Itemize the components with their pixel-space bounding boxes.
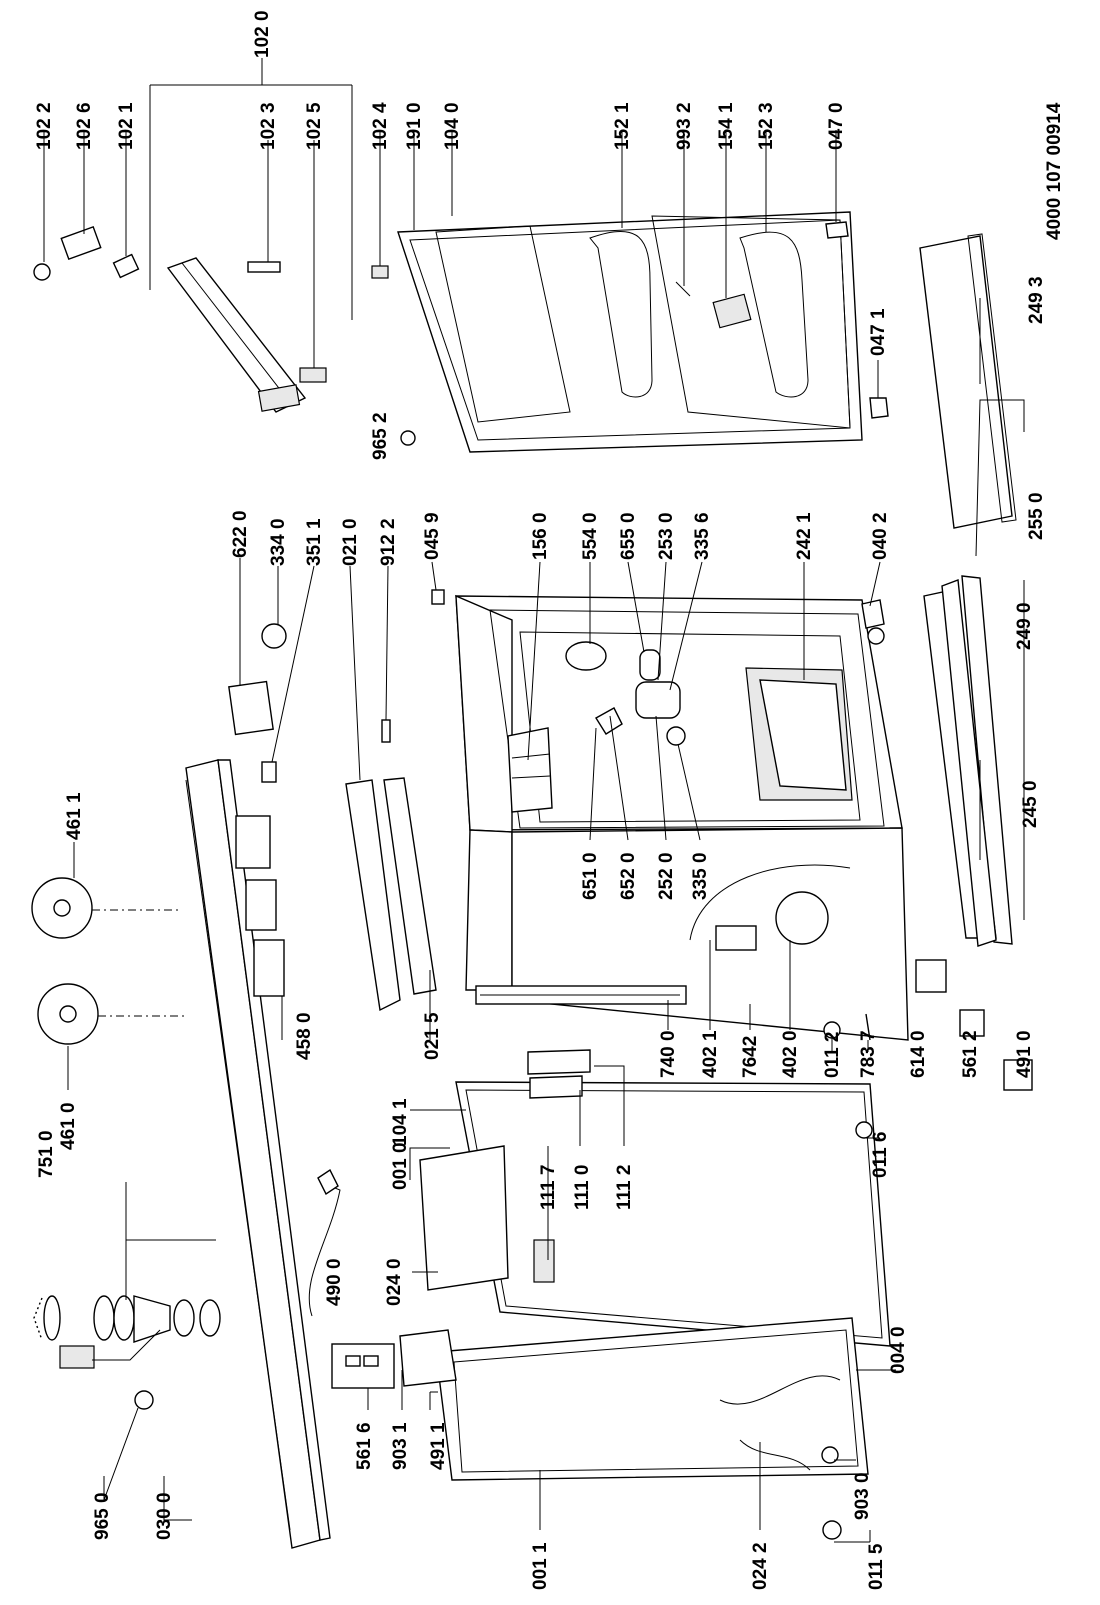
label-351-1: 351 1 bbox=[304, 518, 325, 566]
label-614-0: 614 0 bbox=[908, 1030, 929, 1078]
label-965-2: 965 2 bbox=[370, 412, 391, 460]
label-402-1: 402 1 bbox=[700, 1030, 721, 1078]
controls bbox=[228, 623, 287, 783]
small-top-parts bbox=[33, 221, 889, 446]
label-191-0: 191 0 bbox=[404, 102, 425, 150]
label-622-0: 622 0 bbox=[230, 510, 251, 558]
drain-kit bbox=[33, 1295, 221, 1410]
interior-parts bbox=[507, 641, 686, 813]
label-047-0: 047 0 bbox=[826, 102, 847, 150]
label-253-0: 253 0 bbox=[656, 512, 677, 560]
label-040-2: 040 2 bbox=[870, 512, 891, 560]
label-491-0: 491 0 bbox=[1014, 1030, 1035, 1078]
label-111-7: 111 7 bbox=[538, 1165, 559, 1210]
label-965-0: 965 0 bbox=[92, 1492, 113, 1540]
label-461-1: 461 1 bbox=[64, 792, 85, 840]
label-249-3: 249 3 bbox=[1026, 276, 1047, 324]
label-154-1: 154 1 bbox=[716, 102, 737, 150]
part-labels: 102 0 102 2 102 6 102 1 102 3 102 5 102 … bbox=[34, 10, 1065, 1590]
label-252-0: 252 0 bbox=[656, 852, 677, 900]
label-104-1: 104 1 bbox=[390, 1098, 411, 1146]
label-561-6: 561 6 bbox=[354, 1422, 375, 1470]
label-030-0: 030 0 bbox=[154, 1492, 175, 1540]
lower-parts bbox=[308, 959, 1033, 1540]
worktop bbox=[31, 759, 331, 1549]
label-334-0: 334 0 bbox=[268, 518, 289, 566]
label-102-4: 102 4 bbox=[370, 102, 391, 150]
label-024-0: 024 0 bbox=[384, 1258, 405, 1306]
label-561-2: 561 2 bbox=[960, 1030, 981, 1078]
label-021-0: 021 0 bbox=[340, 518, 361, 566]
label-335-6: 335 6 bbox=[692, 512, 713, 560]
label-461-0: 461 0 bbox=[58, 1102, 79, 1150]
label-740-0: 740 0 bbox=[658, 1030, 679, 1078]
label-111-2: 111 2 bbox=[614, 1165, 635, 1210]
label-021-5: 021 5 bbox=[422, 1012, 443, 1060]
label-102-3: 102 3 bbox=[258, 102, 279, 150]
label-011-2: 011 2 bbox=[822, 1032, 843, 1079]
label-024-2: 024 2 bbox=[750, 1542, 771, 1590]
label-751-0: 751 0 bbox=[36, 1130, 57, 1178]
shelves bbox=[919, 233, 1017, 947]
label-458-0: 458 0 bbox=[294, 1012, 315, 1060]
label-152-3: 152 3 bbox=[756, 102, 777, 150]
label-491-1: 491 1 bbox=[428, 1422, 449, 1470]
label-111-0: 111 0 bbox=[572, 1165, 593, 1210]
label-402-0: 402 0 bbox=[780, 1030, 801, 1078]
label-255-0: 255 0 bbox=[1026, 492, 1047, 540]
cabinet-hardware bbox=[345, 589, 885, 1012]
label-047-1: 047 1 bbox=[868, 308, 889, 356]
label-004-0: 004 0 bbox=[888, 1326, 909, 1374]
label-652-0: 652 0 bbox=[618, 852, 639, 900]
label-102-6: 102 6 bbox=[74, 102, 95, 150]
label-7642: 7642 bbox=[740, 1036, 761, 1078]
label-490-0: 490 0 bbox=[324, 1258, 345, 1306]
label-102-5: 102 5 bbox=[304, 102, 325, 150]
label-249-0: 249 0 bbox=[1014, 602, 1035, 650]
label-102-1: 102 1 bbox=[116, 102, 137, 150]
label-335-0: 335 0 bbox=[690, 852, 711, 900]
door-assembly bbox=[397, 211, 863, 453]
lower-cabinet bbox=[399, 1145, 869, 1481]
label-242-1: 242 1 bbox=[794, 512, 815, 560]
label-912-2: 912 2 bbox=[378, 518, 399, 566]
label-152-1: 152 1 bbox=[612, 102, 633, 150]
label-903-0: 903 0 bbox=[852, 1472, 873, 1520]
label-011-6: 011 6 bbox=[870, 1132, 891, 1179]
label-102-2: 102 2 bbox=[34, 102, 55, 150]
label-001-0: 001 0 bbox=[390, 1142, 411, 1190]
label-993-2: 993 2 bbox=[674, 102, 695, 150]
label-554-0: 554 0 bbox=[580, 512, 601, 560]
label-651-0: 651 0 bbox=[580, 852, 601, 900]
label-783-7: 783 7 bbox=[858, 1030, 879, 1078]
label-045-9: 045 9 bbox=[422, 512, 443, 560]
label-903-1: 903 1 bbox=[390, 1422, 411, 1470]
label-104-0: 104 0 bbox=[442, 102, 463, 150]
cabinet-body bbox=[455, 594, 909, 1041]
label-102-0: 102 0 bbox=[252, 10, 273, 58]
label-001-1: 001 1 bbox=[530, 1542, 551, 1590]
label-156-0: 156 0 bbox=[530, 512, 551, 560]
leader-lines bbox=[43, 58, 1025, 1543]
lower-door bbox=[455, 1049, 891, 1347]
door-shelf-bar bbox=[166, 257, 307, 413]
label-655-0: 655 0 bbox=[618, 512, 639, 560]
label-011-5: 011 5 bbox=[866, 1543, 887, 1590]
doc-number: 4000 107 00914 bbox=[1044, 102, 1065, 240]
label-245-0: 245 0 bbox=[1020, 780, 1041, 828]
